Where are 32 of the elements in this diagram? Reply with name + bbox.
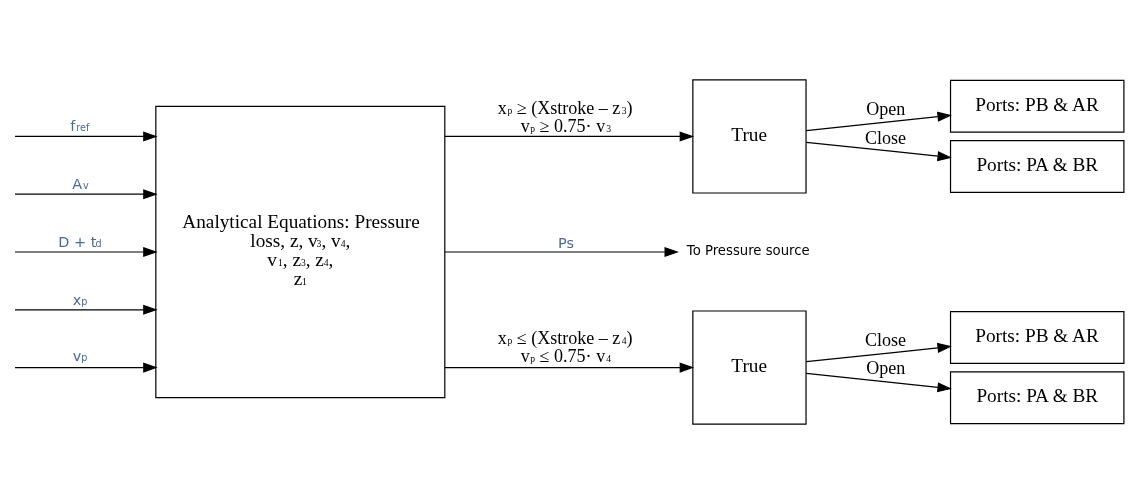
edge-label: Close [865,329,907,350]
node-box: Ports: PA & BR [949,140,1125,193]
edge-label: xp ≥ (Xstroke – z3) vp ≥ 0.75· v3 [497,97,633,136]
arrow [14,362,158,373]
arrow [805,141,952,162]
arrow [444,362,695,373]
node-box: Ports: PB & AR [949,311,1125,364]
arrow [805,111,952,132]
arrow [14,246,158,258]
edge-label: Open [866,357,906,378]
edge-label: Av [72,175,89,192]
arrow [14,304,158,315]
edge-label: xp ≤ (Xstroke – z4) vp ≤ 0.75· v4 [497,327,633,366]
edge-label: vp [72,348,88,365]
edge-label: xp [72,291,88,308]
arrow [444,131,695,142]
arrow [14,189,158,200]
node-box: Ports: PB & AR [949,79,1125,133]
edge-label: D + td [58,233,102,250]
edge-label: Ps [557,234,574,251]
node-box: True [692,310,807,425]
node-box: True [692,79,807,194]
edge-label: Open [866,98,906,119]
arrow [805,342,952,363]
arrow [444,246,679,258]
edge-label: fref [70,118,90,135]
edge-label: Close [865,127,907,148]
node-text: To Pressure source [686,243,810,259]
node-box: Analytical Equations: Pressure loss, z, v3, v4, v1, z3, z4, z1 [155,105,446,399]
arrow [805,372,952,393]
node-box: Ports: PA & BR [949,371,1125,425]
arrow [14,131,158,142]
